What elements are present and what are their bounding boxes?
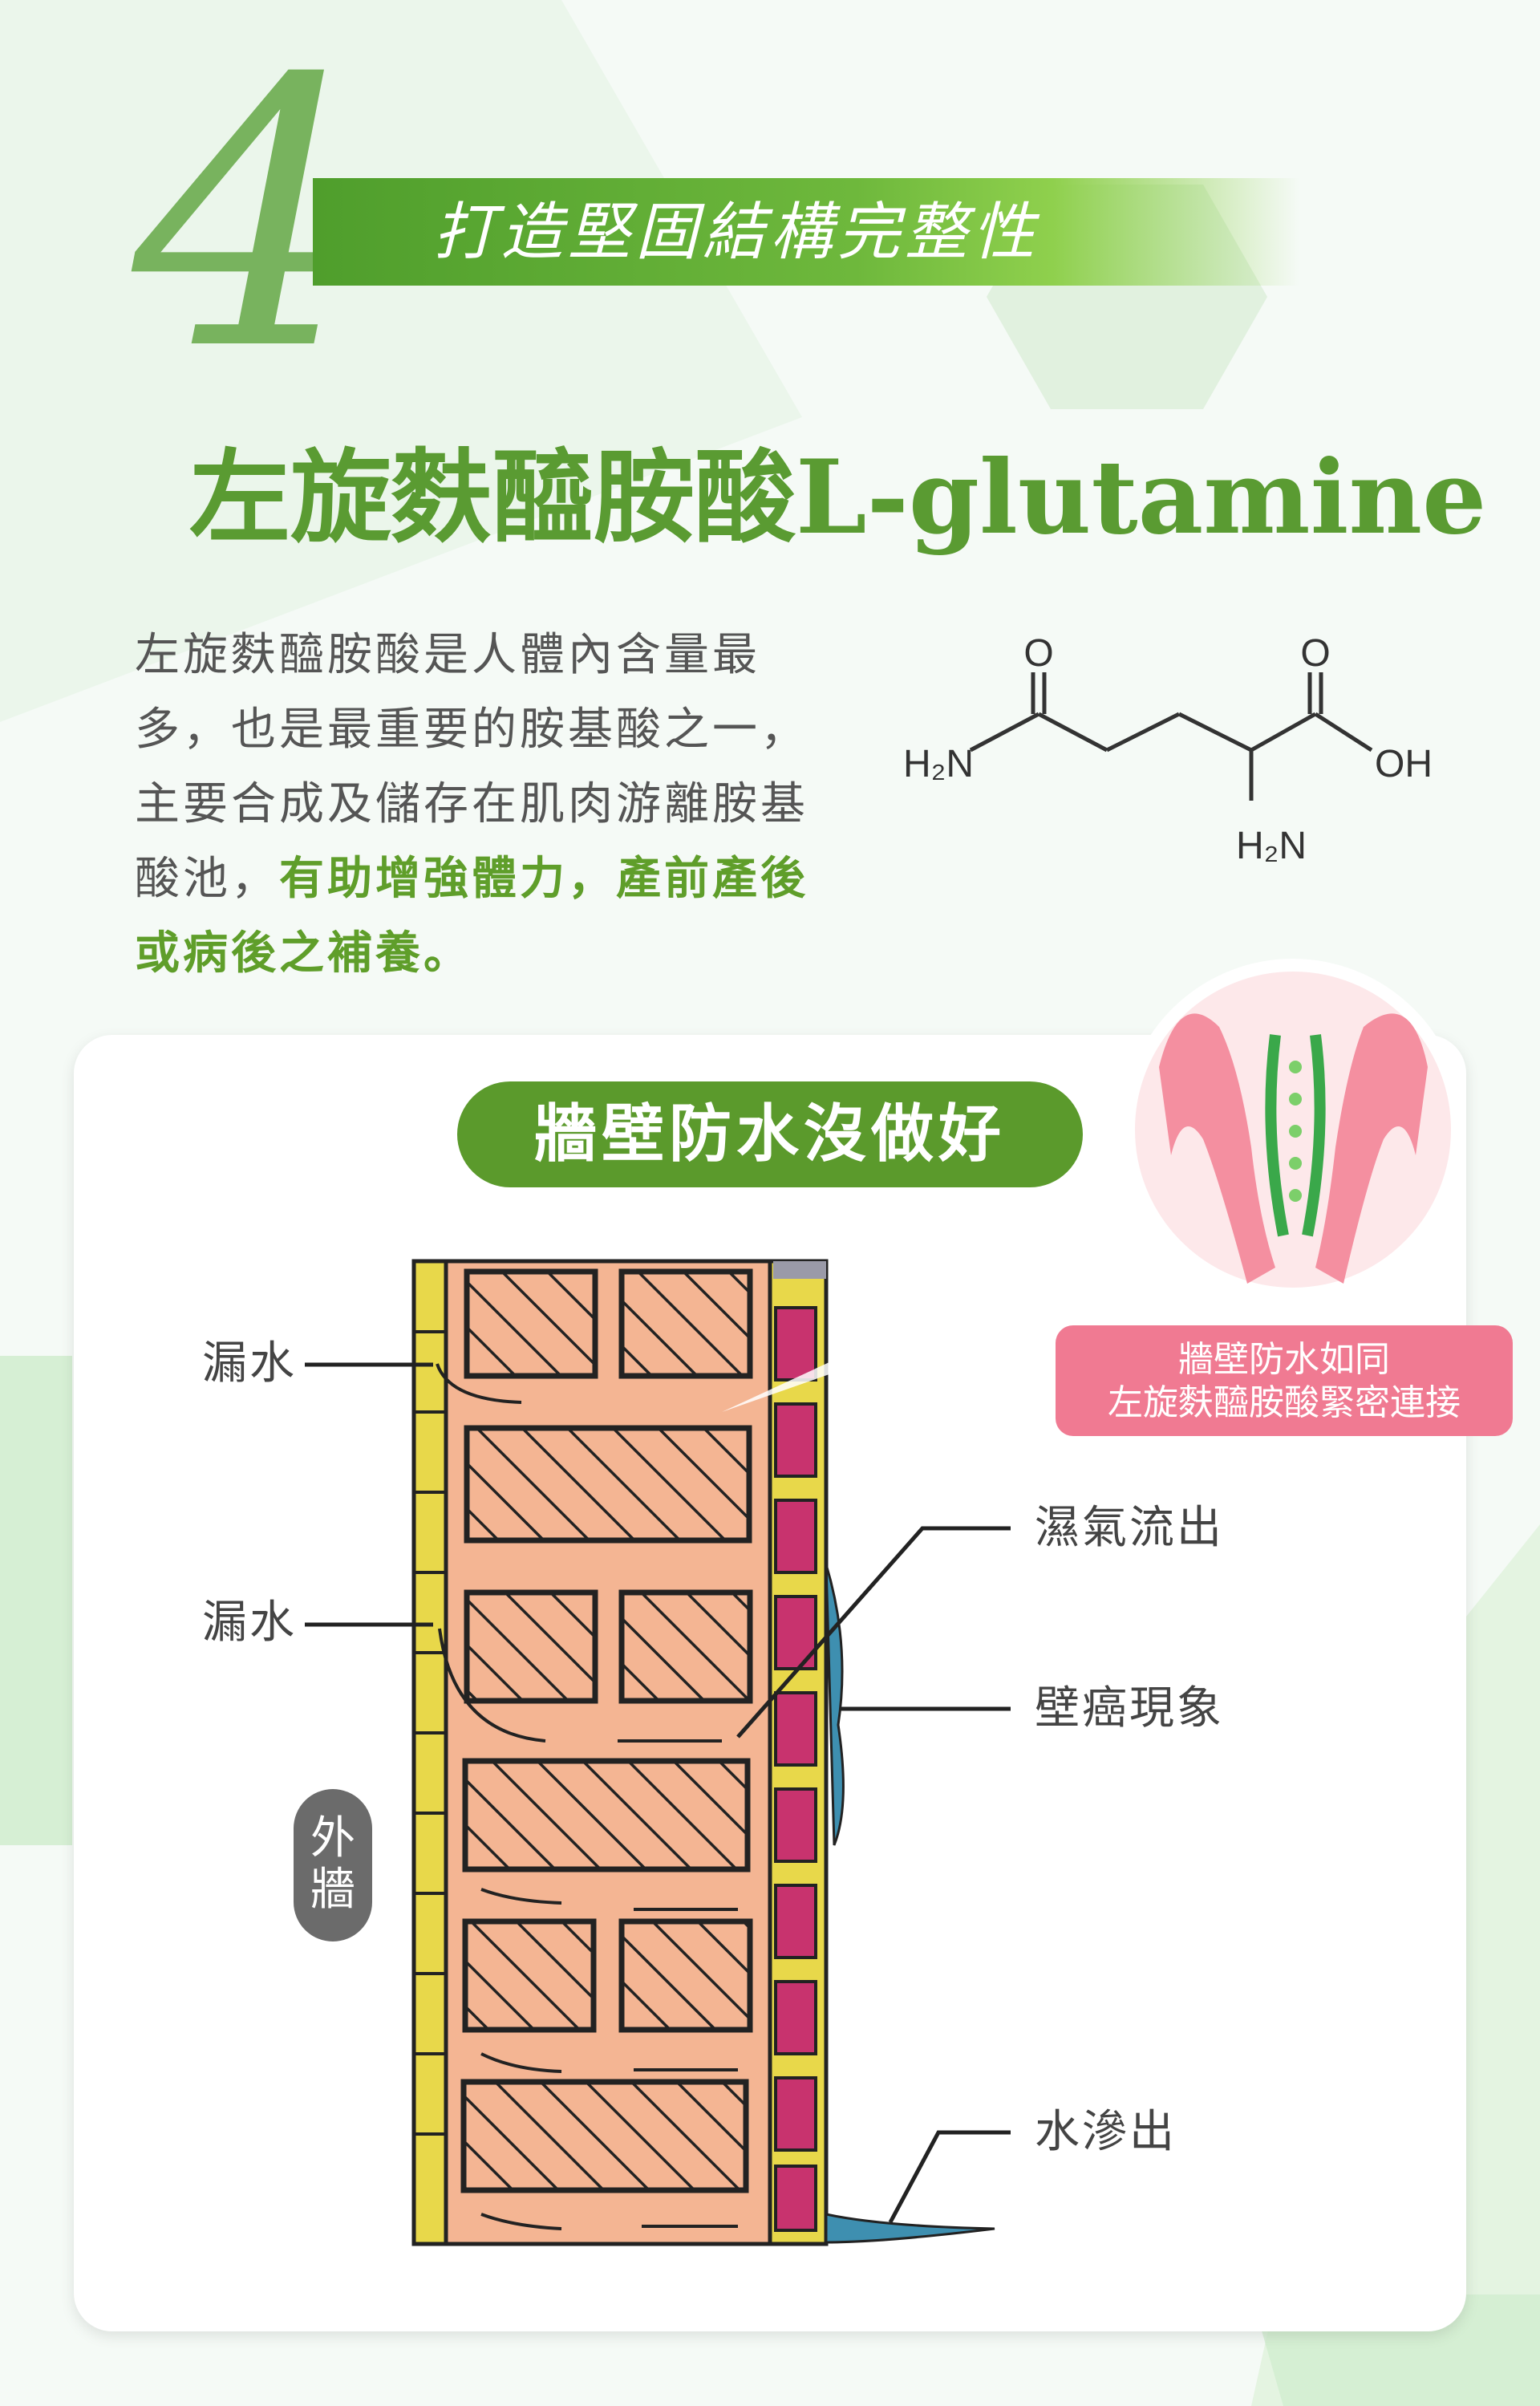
label-seep: 水滲出 — [1035, 2106, 1177, 2158]
atom-oh: OH — [1375, 743, 1433, 785]
glutamine-structure: O O H₂N OH H₂N — [903, 632, 1433, 867]
label-leak-1: 漏水 — [202, 1337, 297, 1390]
label-leak-2: 漏水 — [202, 1597, 297, 1649]
banner-bar — [313, 178, 1299, 286]
atom-nh2-left: H₂N — [903, 743, 974, 785]
atom-nh2-bottom: H₂N — [1236, 825, 1307, 867]
banner-text: 打造堅固結構完整性 — [433, 197, 1040, 269]
callout-line-2: 左旋麩醯胺酸緊密連接 — [1108, 1382, 1461, 1423]
tissue-graphic — [1159, 1013, 1428, 1284]
callout-box: 牆壁防水如同左旋麩醯胺酸緊密連接 — [1056, 1325, 1513, 1436]
intro-highlight: 有助增強體力，產前產後或病後之補養。 — [135, 853, 808, 980]
label-moisture: 濕氣流出 — [1035, 1502, 1224, 1554]
diagram-title-pill: 牆壁防水沒做好 — [457, 1081, 1083, 1187]
intro-paragraph: 左旋麩醯胺酸是人體內含量最多，也是最重要的胺基酸之一，主要合成及儲存在肌肉游離胺… — [135, 618, 841, 991]
outer-wall-badge: 外牆 — [294, 1789, 372, 1941]
label-mold: 壁癌現象 — [1035, 1682, 1224, 1735]
atom-o-right: O — [1300, 632, 1330, 675]
page-title: 左旋麩醯胺酸L-glutamine — [189, 438, 1487, 557]
intro-text: 左旋麩醯胺酸是人體內含量最多，也是最重要的胺基酸之一，主要合成及儲存在肌肉游離胺… — [135, 629, 808, 905]
atom-o-left: O — [1023, 632, 1053, 675]
callout-line-1: 牆壁防水如同 — [1178, 1339, 1390, 1380]
